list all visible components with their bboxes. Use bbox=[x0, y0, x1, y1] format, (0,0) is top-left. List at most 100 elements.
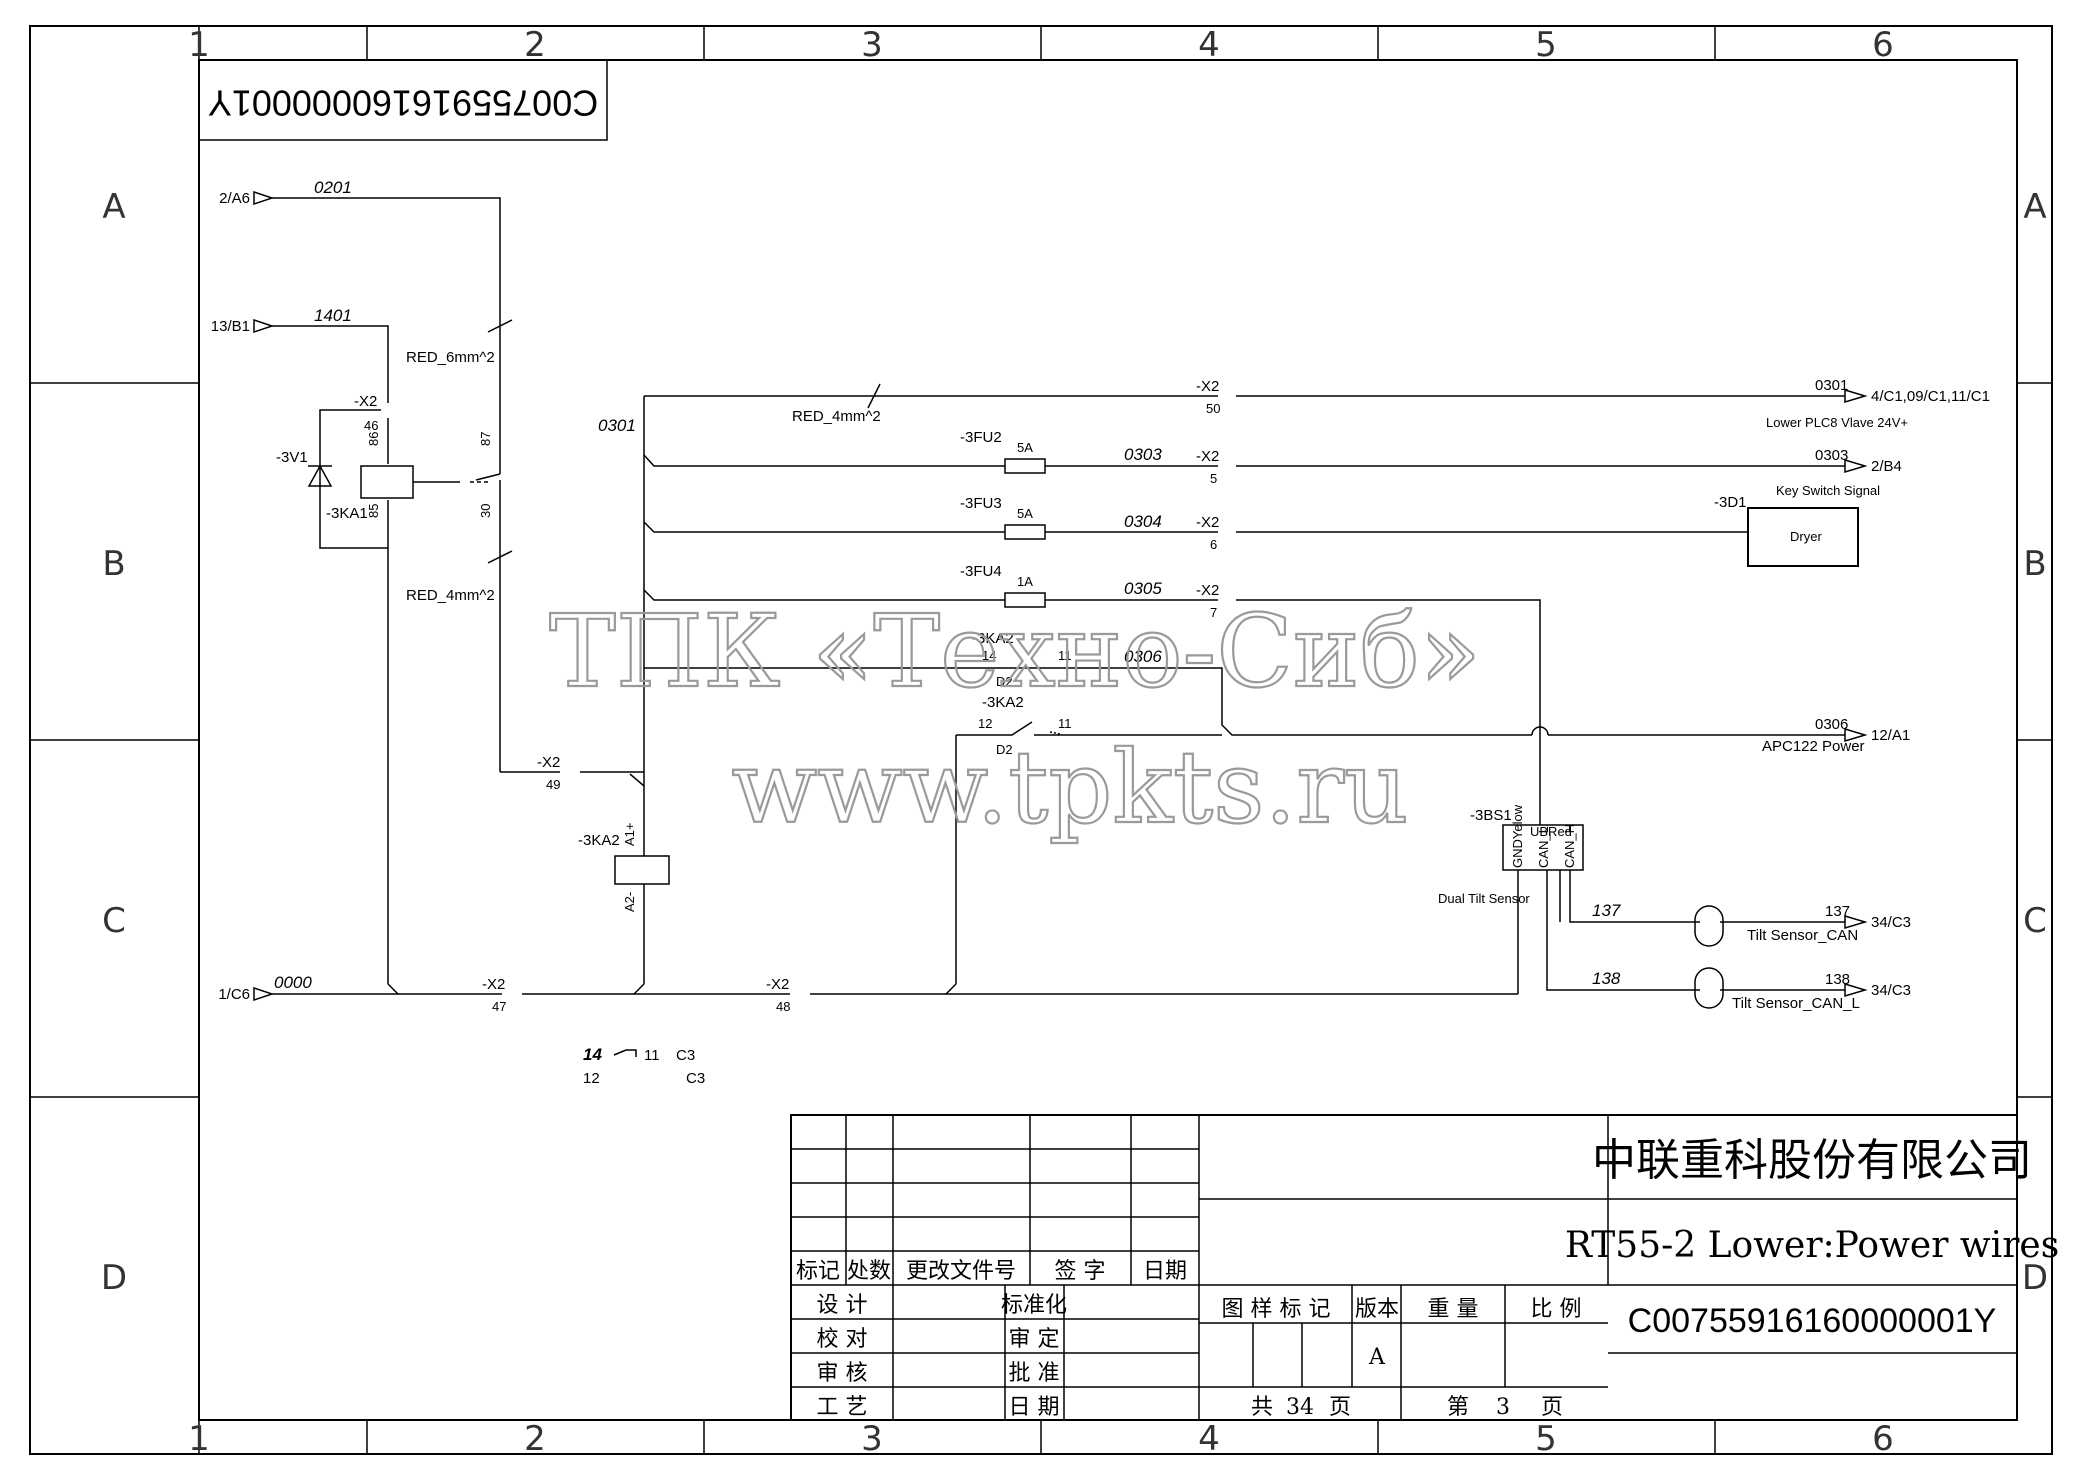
tilt-sensor-canl: CAN_L bbox=[1536, 826, 1551, 868]
rev-header-docno: 更改文件号 bbox=[906, 1259, 1016, 1284]
x2-5-pin: 5 bbox=[1210, 471, 1217, 486]
x2-49-pin: 49 bbox=[546, 777, 560, 792]
label-standard: 标准化 bbox=[1001, 1293, 1067, 1318]
prop-header-scale: 比 例 bbox=[1531, 1297, 1582, 1322]
x2-48-pin: 48 bbox=[776, 999, 790, 1014]
xref-11: 11 bbox=[644, 1047, 660, 1064]
prop-header-weight: 重 量 bbox=[1428, 1297, 1479, 1322]
fuse-fu4-rating: 1A bbox=[1017, 574, 1033, 589]
note-tilt-can: Tilt Sensor_CAN bbox=[1747, 927, 1858, 944]
col-label-top-6: 6 bbox=[1872, 25, 1894, 65]
row-label-right-a: A bbox=[2023, 187, 2046, 227]
wire-0303-right: 0303 bbox=[1815, 447, 1848, 464]
dryer-ref-label: -3D1 bbox=[1714, 494, 1747, 511]
fuse-fu2-rating: 5A bbox=[1017, 440, 1033, 455]
row-label-left-d: D bbox=[101, 1258, 127, 1298]
page-number: 3 bbox=[1496, 1395, 1510, 1420]
tilt-sensor-ref-label: -3BS1 bbox=[1470, 807, 1512, 824]
ref-out-0301: 4/C1,09/C1,11/C1 bbox=[1871, 388, 1990, 405]
wire-0301-left: 0301 bbox=[598, 416, 636, 435]
total-suffix: 页 bbox=[1329, 1395, 1351, 1420]
label-approve: 批 准 bbox=[1009, 1361, 1060, 1386]
x2-46-pin: 46 bbox=[364, 418, 378, 433]
total-pages: 34 bbox=[1286, 1395, 1314, 1420]
header-code-box bbox=[198, 59, 608, 141]
wire-0000: 0000 bbox=[274, 973, 312, 992]
wire-0201: 0201 bbox=[314, 178, 352, 197]
xref-14: 14 bbox=[583, 1045, 602, 1064]
tilt-sensor-gnd: GNDYelow bbox=[1510, 804, 1525, 868]
label-design: 设 计 bbox=[817, 1293, 868, 1318]
cable-red-4mm-top: RED_4mm^2 bbox=[792, 408, 881, 425]
dryer-name: Dryer bbox=[1790, 529, 1822, 544]
x2-7-pin: 7 bbox=[1210, 605, 1217, 620]
note-lower-plc: Lower PLC8 Vlave 24V+ bbox=[1766, 415, 1908, 430]
ref-out-0306: 12/A1 bbox=[1871, 727, 1910, 744]
wire-137: 137 bbox=[1592, 901, 1621, 920]
version-value: A bbox=[1368, 1345, 1386, 1370]
wiring bbox=[272, 197, 1859, 1057]
drawing-code: C00755916160000001Y bbox=[1628, 1302, 1997, 1340]
x2-50-label: -X2 bbox=[1196, 378, 1219, 395]
relay-ka2-pin-a1: A1+ bbox=[622, 823, 637, 847]
x2-47-pin: 47 bbox=[492, 999, 506, 1014]
row-label-left-c: C bbox=[102, 901, 126, 941]
x2-46-label: -X2 bbox=[354, 393, 377, 410]
rev-header-count: 处数 bbox=[847, 1259, 891, 1284]
rev-header-date: 日期 bbox=[1143, 1259, 1187, 1284]
label-approve-review: 审 定 bbox=[1009, 1327, 1060, 1352]
row-label-right-c: C bbox=[2023, 901, 2047, 941]
label-review: 审 核 bbox=[817, 1361, 868, 1386]
col-label-bottom-6: 6 bbox=[1872, 1419, 1894, 1459]
x2-7-label: -X2 bbox=[1196, 582, 1219, 599]
total-prefix: 共 bbox=[1251, 1395, 1273, 1420]
xref-c3a: C3 bbox=[676, 1047, 695, 1064]
relay-ka1-pin-30: 30 bbox=[478, 504, 493, 518]
col-label-top-2: 2 bbox=[524, 25, 546, 65]
watermark-line-2: www.tpkts.ru bbox=[731, 729, 1408, 846]
ref-out-0303: 2/B4 bbox=[1871, 458, 1902, 475]
col-label-bottom-1: 1 bbox=[188, 1419, 210, 1459]
relay-ka1-pin-86: 86 bbox=[366, 432, 381, 446]
reference-arrows bbox=[253, 190, 1868, 1002]
diode-v1-label: -3V1 bbox=[276, 449, 308, 466]
wire-0304: 0304 bbox=[1124, 512, 1162, 531]
col-label-top-4: 4 bbox=[1198, 25, 1220, 65]
wire-0305: 0305 bbox=[1124, 579, 1162, 598]
relay-ka2-pin-14: 14 bbox=[982, 648, 996, 663]
fuse-fu3-label: -3FU3 bbox=[960, 495, 1002, 512]
ref-in-1c6: 1/C6 bbox=[218, 986, 250, 1003]
relay-ka2-coil-label: -3KA2 bbox=[578, 832, 620, 849]
col-label-top-5: 5 bbox=[1535, 25, 1557, 65]
tilt-sensor-name: Dual Tilt Sensor bbox=[1438, 891, 1530, 906]
ref-in-2a6: 2/A6 bbox=[219, 190, 250, 207]
title-block-grid bbox=[790, 1114, 2018, 1421]
label-process: 工 艺 bbox=[817, 1395, 868, 1420]
relay-ka2-d2b: D2 bbox=[996, 742, 1013, 757]
fuse-fu4-label: -3FU4 bbox=[960, 563, 1002, 580]
ref-in-13b1: 13/B1 bbox=[211, 318, 250, 335]
label-date: 日 期 bbox=[1009, 1395, 1060, 1420]
col-label-bottom-2: 2 bbox=[524, 1419, 546, 1459]
col-label-bottom-5: 5 bbox=[1535, 1419, 1557, 1459]
fuse-fu3-rating: 5A bbox=[1017, 506, 1033, 521]
terminal-circles bbox=[381, 389, 1234, 1001]
x2-5-label: -X2 bbox=[1196, 448, 1219, 465]
wire-0306-right: 0306 bbox=[1815, 716, 1848, 733]
row-label-right-b: B bbox=[2023, 544, 2046, 584]
xref-c3b: C3 bbox=[686, 1070, 705, 1087]
relay-ka1-pin-87: 87 bbox=[478, 432, 493, 446]
note-tilt-canl: Tilt Sensor_CAN_L bbox=[1732, 995, 1860, 1012]
row-label-right-d: D bbox=[2022, 1258, 2048, 1298]
x2-6-pin: 6 bbox=[1210, 537, 1217, 552]
x2-49-label: -X2 bbox=[537, 754, 560, 771]
relay-ka2-pin-11: 11 bbox=[1058, 648, 1072, 663]
wire-138-right: 138 bbox=[1825, 971, 1850, 988]
page-prefix: 第 bbox=[1447, 1395, 1469, 1420]
watermark-line-1: ТПК «Техно-Сиб» bbox=[549, 593, 1481, 710]
dryer-title: Key Switch Signal bbox=[1776, 483, 1880, 498]
col-label-top-1: 1 bbox=[188, 25, 210, 65]
row-label-left-b: B bbox=[102, 544, 125, 584]
fuse-fu2-label: -3FU2 bbox=[960, 429, 1002, 446]
x2-6-label: -X2 bbox=[1196, 514, 1219, 531]
